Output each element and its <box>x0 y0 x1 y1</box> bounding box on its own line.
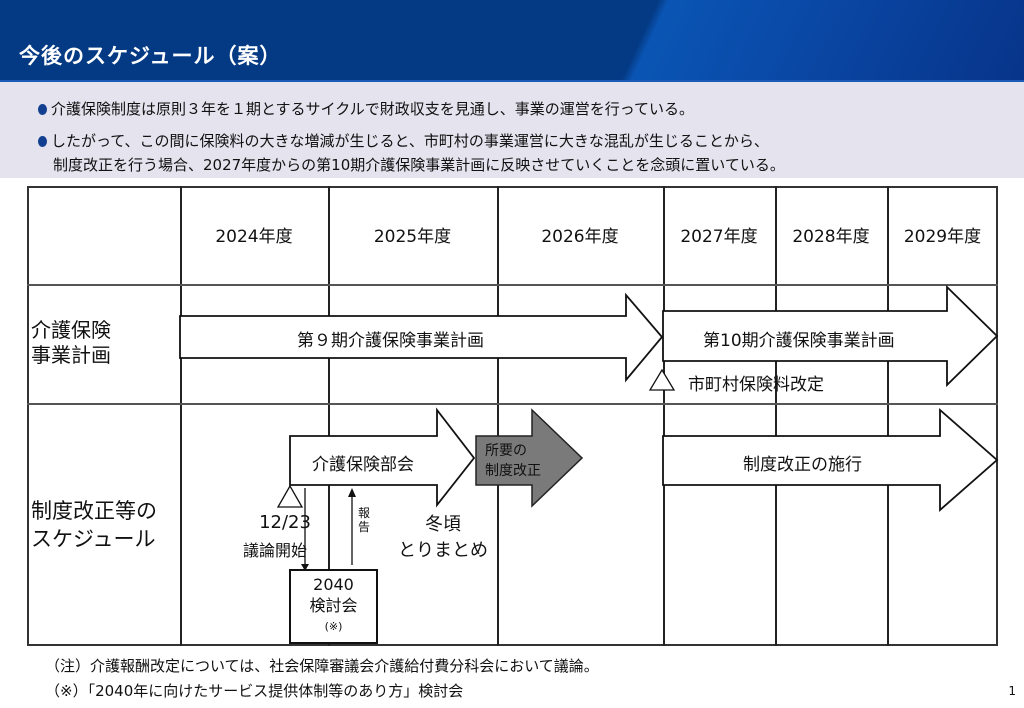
year-header-2025: 2025年度 <box>373 227 452 247</box>
arrow-down-icon <box>301 564 309 571</box>
grid-line <box>775 186 777 646</box>
year-header-2026: 2026年度 <box>541 227 619 247</box>
row-label-reform: 制度改正等の スケジュール <box>31 499 157 551</box>
row-label-plan: 介護保険 事業計画 <box>31 318 111 367</box>
milestone-label: 市町村保険料改定 <box>688 375 824 395</box>
report-label: 報 告 <box>358 506 371 534</box>
arrow-enforcement <box>662 408 999 512</box>
grid-line <box>27 403 998 405</box>
schedule-table <box>27 186 998 646</box>
start-date: 12/23 <box>259 512 311 533</box>
grid-line <box>887 186 889 646</box>
summary-bullet-1: 介護保険制度は原則３年を１期とするサイクルで財政収支を見通し、事業の運営を行って… <box>38 98 694 119</box>
summary-bullet-2: したがって、この間に保険料の大きな増減が生じると、市町村の事業運営に大きな混乱が… <box>38 129 785 177</box>
summary-box: 介護保険制度は原則３年を１期とするサイクルで財政収支を見通し、事業の運営を行って… <box>0 82 1024 178</box>
arrow-enforcement-label: 制度改正の施行 <box>743 455 862 475</box>
arrow-subcommittee <box>289 407 476 508</box>
bullet-dot-icon <box>38 104 47 115</box>
grid-line <box>328 186 330 646</box>
study-group-box <box>289 569 378 644</box>
arrow-9th-plan-label: 第９期介護保険事業計画 <box>297 331 484 351</box>
triangle-milestone-icon <box>648 368 676 391</box>
grid-line <box>180 186 182 646</box>
arrow-10th-plan <box>662 284 999 388</box>
year-header-2027: 2027年度 <box>680 227 758 247</box>
arrow-up-icon <box>348 488 356 497</box>
footnote-2: （※）「2040年に向けたサービス提供体制等のあり方」検討会 <box>45 682 464 700</box>
arrow-subcommittee-label: 介護保険部会 <box>312 455 414 475</box>
bullet-dot-icon <box>38 136 47 147</box>
page-number: 1 <box>1008 684 1016 698</box>
year-header-2024: 2024年度 <box>215 227 293 247</box>
start-label: 議論開始 <box>243 541 308 560</box>
year-header-2028: 2028年度 <box>792 227 870 247</box>
arrow-reform-label: 所要の 制度改正 <box>485 443 541 479</box>
page-title: 今後のスケジュール（案） <box>19 44 282 68</box>
year-header-2029: 2029年度 <box>903 227 982 247</box>
grid-line <box>497 186 499 646</box>
slide-header: 今後のスケジュール（案） <box>0 0 1024 82</box>
triangle-start-icon <box>276 484 304 508</box>
study-group-label: 2040 検討会 (※) <box>309 575 358 633</box>
arrow-10th-plan-label: 第10期介護保険事業計画 <box>703 331 895 351</box>
grid-line <box>663 186 665 646</box>
arrow-reform <box>475 408 584 508</box>
footnote-1: （注）介護報酬改定については、社会保障審議会介護給付費分科会において議論。 <box>45 657 599 675</box>
arrow-9th-plan <box>179 292 664 383</box>
grid-line <box>27 284 998 286</box>
winter-summary-label: 冬頃 とりまとめ <box>398 514 488 561</box>
